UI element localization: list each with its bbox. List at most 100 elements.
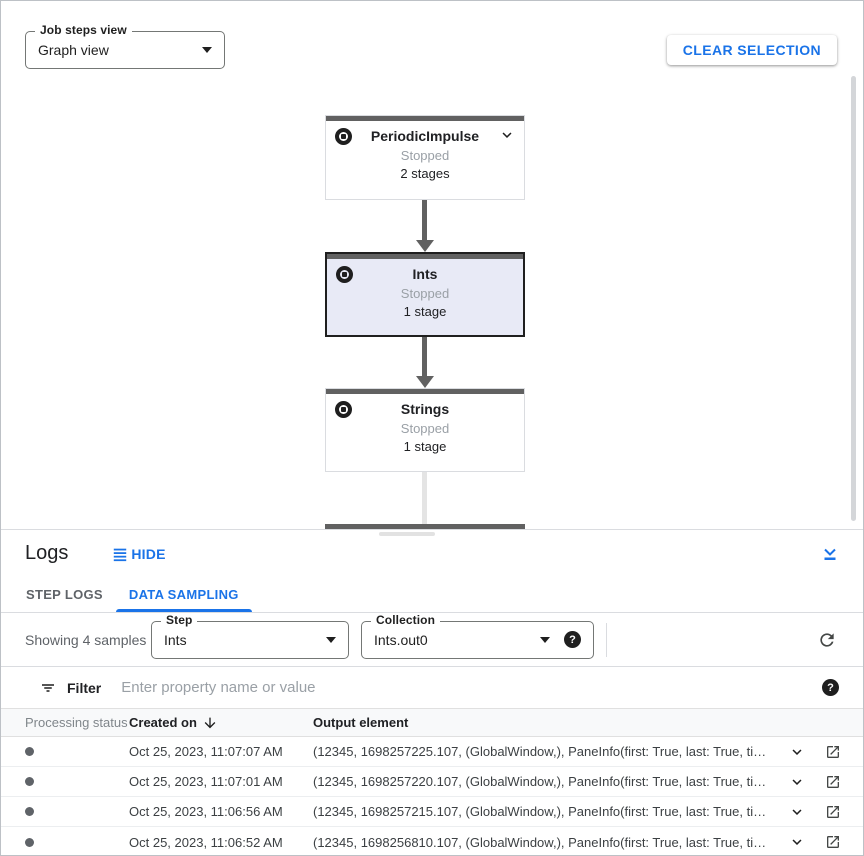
tab-data-sampling[interactable]: DATA SAMPLING <box>115 577 252 612</box>
node-expand-chevron-icon[interactable] <box>498 126 516 149</box>
chevron-down-icon <box>792 808 802 815</box>
dropdown-arrow-icon <box>326 636 336 643</box>
table-header: Processing status Created on Output elem… <box>1 709 863 737</box>
job-graph-canvas: Job steps view Graph view CLEAR SELECTIO… <box>1 1 863 529</box>
partially-hidden-node-bar <box>325 524 525 529</box>
node-status: Stopped <box>400 421 450 436</box>
table-row: Oct 25, 2023, 11:06:52 AM (12345, 169825… <box>1 827 863 855</box>
graph-node-ints[interactable]: Ints Stopped 1 stage <box>325 252 525 337</box>
open-in-new-icon <box>827 745 839 758</box>
node-status-bar <box>326 116 524 121</box>
open-in-new-button[interactable] <box>815 802 851 822</box>
stopped-state-icon <box>336 266 353 283</box>
panel-drag-handle[interactable] <box>379 532 435 536</box>
expand-row-button[interactable] <box>779 741 815 763</box>
stopped-state-icon <box>335 128 352 145</box>
processing-status-dot <box>25 777 34 786</box>
expand-row-button[interactable] <box>779 831 815 853</box>
open-in-new-icon <box>827 836 839 848</box>
output-element-cell: (12345, 1698257220.107, (GlobalWindow,),… <box>313 774 779 789</box>
node-stages: 1 stage <box>403 439 447 454</box>
open-in-new-icon <box>827 775 839 788</box>
node-status: Stopped <box>400 286 450 301</box>
node-status-bar <box>327 254 523 259</box>
chevron-down-icon <box>792 748 802 755</box>
table-row: Oct 25, 2023, 11:07:07 AM (12345, 169825… <box>1 737 863 767</box>
processing-status-dot <box>25 837 34 847</box>
graph-edge <box>422 472 427 524</box>
stopped-state-icon <box>335 401 352 418</box>
collection-help-icon[interactable]: ? <box>564 631 581 648</box>
open-in-new-button[interactable] <box>815 832 851 852</box>
graph-node-periodicimpulse[interactable]: PeriodicImpulse Stopped 2 stages <box>325 115 525 200</box>
job-steps-view-label: Job steps view <box>35 23 132 37</box>
graph-edge-arrowhead <box>416 240 434 252</box>
collection-select-label: Collection <box>371 612 441 627</box>
created-on-cell: Oct 25, 2023, 11:06:56 AM <box>129 804 283 819</box>
graph-node-strings[interactable]: Strings Stopped 1 stage <box>325 388 525 472</box>
node-stages: 2 stages <box>400 166 450 181</box>
reorder-lines-icon <box>114 548 127 561</box>
open-in-new-icon <box>827 805 839 818</box>
chevron-down-icon <box>792 839 802 845</box>
created-on-cell: Oct 25, 2023, 11:07:01 AM <box>129 774 283 789</box>
logs-panel-title: Logs <box>25 542 69 564</box>
table-row: Oct 25, 2023, 11:06:56 AM (12345, 169825… <box>1 797 863 827</box>
hide-logs-button[interactable]: HIDE <box>112 546 165 562</box>
node-title: Ints <box>412 266 438 282</box>
graph-edge-arrowhead <box>416 376 434 388</box>
column-created-on[interactable]: Created on <box>129 715 313 731</box>
step-select-label: Step <box>161 612 198 627</box>
dropdown-arrow-icon <box>202 47 212 53</box>
logs-panel: Logs HIDE STEP LOGS DATA SAMPLING Showin… <box>1 529 863 855</box>
job-steps-view-select[interactable]: Job steps view Graph view <box>25 23 225 69</box>
expand-row-button[interactable] <box>779 771 815 793</box>
open-in-new-button[interactable] <box>815 772 851 792</box>
vertical-divider <box>606 622 607 657</box>
graph-edge <box>422 337 427 376</box>
refresh-samples-button[interactable] <box>815 628 839 652</box>
chevron-down-icon <box>792 778 802 785</box>
sort-descending-icon <box>204 717 216 728</box>
filter-list-icon <box>42 683 54 692</box>
logs-tabs: STEP LOGS DATA SAMPLING <box>1 577 863 613</box>
filter-label: Filter <box>67 679 102 696</box>
table-row: Oct 25, 2023, 11:07:01 AM (12345, 169825… <box>1 767 863 797</box>
filter-bar: Filter ? <box>1 667 863 709</box>
graph-vertical-scrollbar[interactable] <box>851 76 856 521</box>
expand-row-button[interactable] <box>779 801 815 823</box>
output-element-cell: (12345, 1698256810.107, (GlobalWindow,),… <box>313 834 779 850</box>
node-stages: 1 stage <box>403 304 447 319</box>
processing-status-dot <box>25 747 34 756</box>
collapse-panel-button[interactable] <box>821 545 839 563</box>
logs-panel-header: Logs HIDE <box>1 530 863 577</box>
node-status: Stopped <box>400 148 450 163</box>
graph-edge <box>422 200 427 240</box>
filter-input[interactable] <box>121 679 822 696</box>
column-processing-status: Processing status <box>25 715 128 730</box>
tab-step-logs[interactable]: STEP LOGS <box>26 587 103 602</box>
filter-help-icon[interactable]: ? <box>822 679 839 696</box>
output-element-cell: (12345, 1698257215.107, (GlobalWindow,),… <box>313 804 779 819</box>
sampling-controls: Showing 4 samples Step Ints Collection I… <box>1 612 863 667</box>
node-title: PeriodicImpulse <box>370 128 480 144</box>
created-on-cell: Oct 25, 2023, 11:07:07 AM <box>129 744 283 759</box>
output-element-cell: (12345, 1698257225.107, (GlobalWindow,),… <box>313 744 779 759</box>
step-select[interactable]: Step Ints <box>151 612 349 659</box>
created-on-cell: Oct 25, 2023, 11:06:52 AM <box>129 834 283 850</box>
node-title: Strings <box>400 401 450 417</box>
collection-select[interactable]: Collection Ints.out0 ? <box>361 612 594 659</box>
refresh-icon <box>820 632 834 647</box>
dropdown-arrow-icon <box>540 636 550 643</box>
samples-count-text: Showing 4 samples <box>25 631 147 648</box>
processing-status-dot <box>25 807 34 816</box>
step-select-value: Ints <box>164 631 187 648</box>
collapse-down-icon <box>824 548 836 560</box>
column-output-element: Output element <box>313 715 409 730</box>
node-status-bar <box>326 389 524 394</box>
clear-selection-button[interactable]: CLEAR SELECTION <box>666 35 837 65</box>
collection-select-value: Ints.out0 <box>374 631 428 648</box>
open-in-new-button[interactable] <box>815 742 851 762</box>
job-steps-view-value: Graph view <box>38 42 109 58</box>
